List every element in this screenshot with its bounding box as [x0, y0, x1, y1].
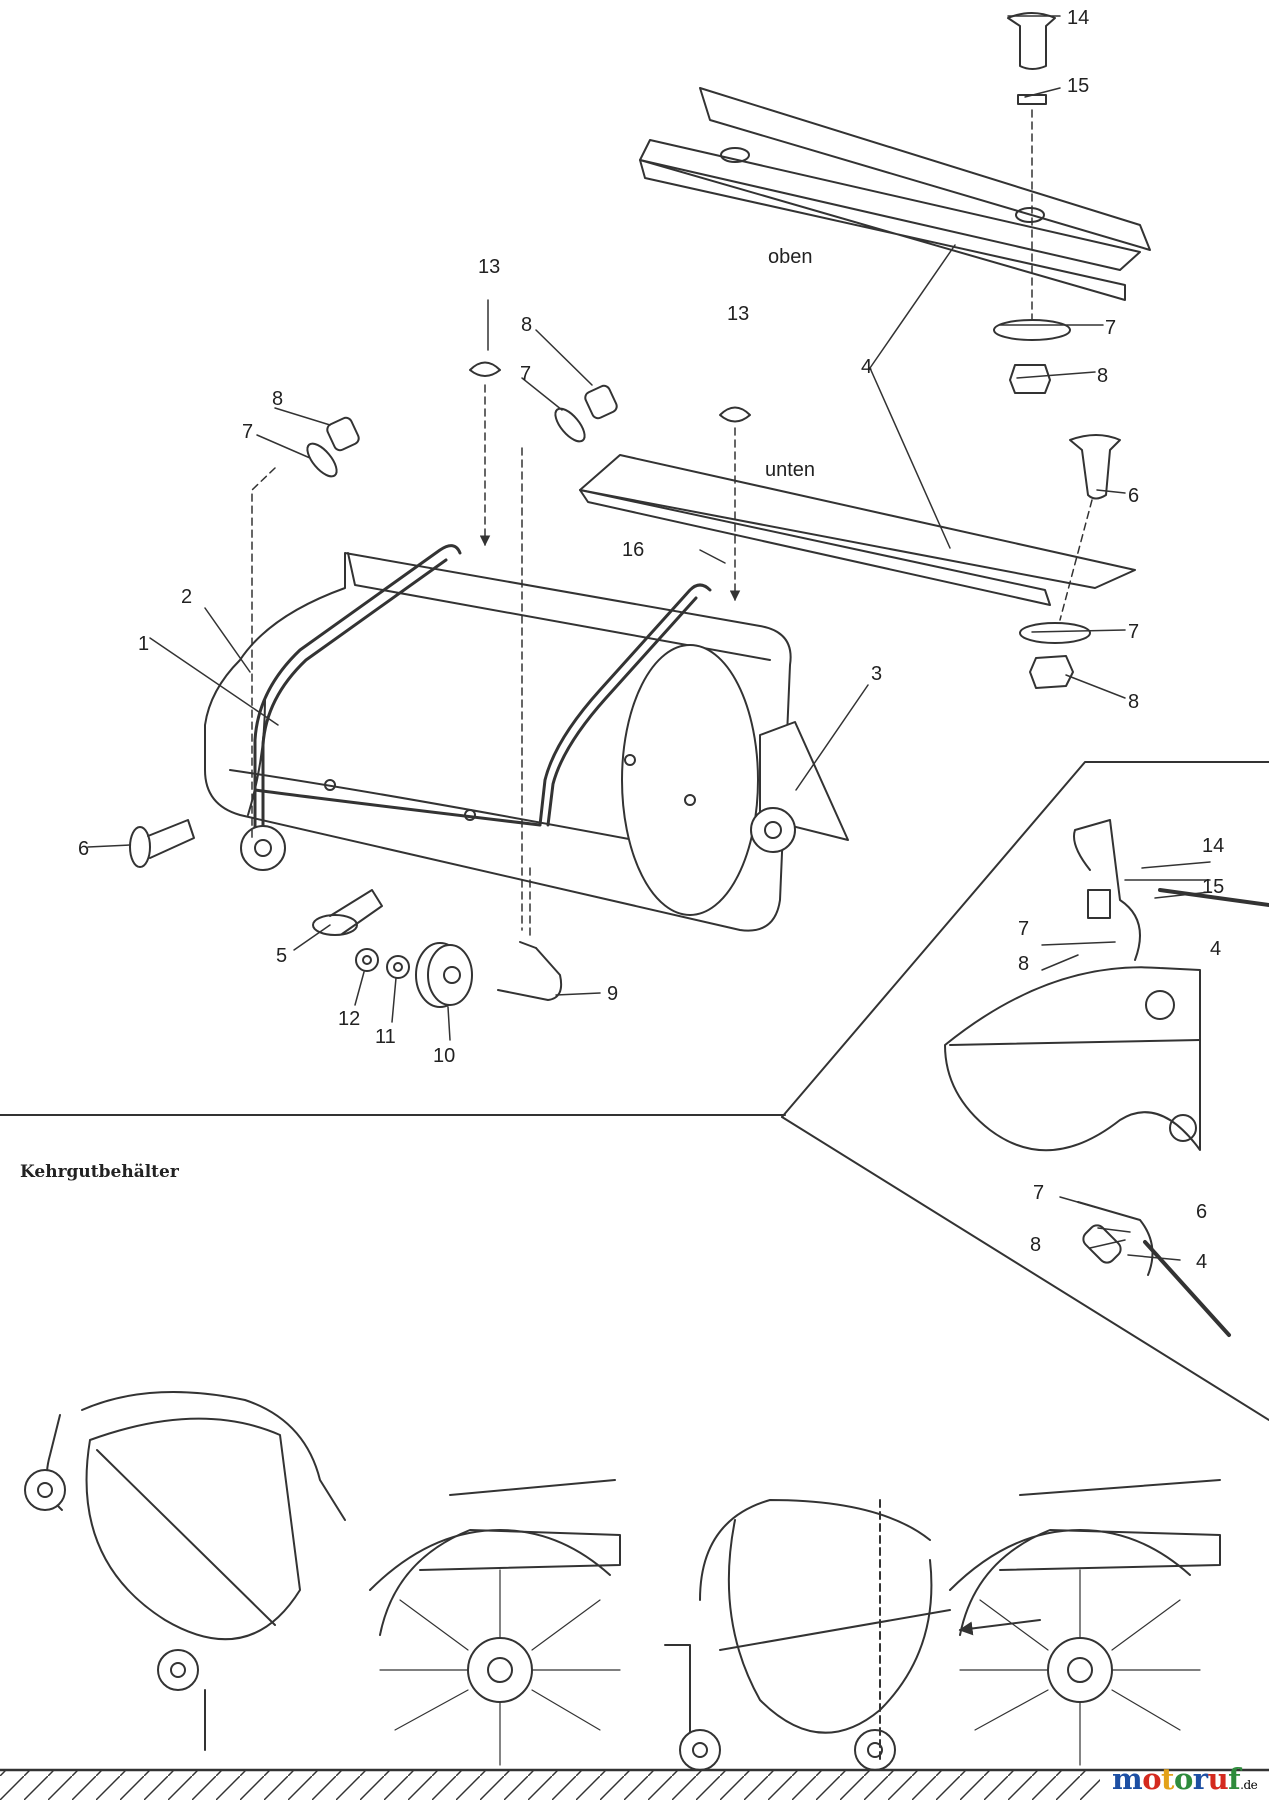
callout-11: 11	[375, 1026, 396, 1048]
callout-12: 12	[338, 1008, 360, 1030]
shoulder-bolt-part-5	[312, 889, 383, 936]
washer-part-12	[355, 948, 379, 972]
nut-part-8-bottom	[1029, 655, 1074, 689]
callout-13-left: 13	[478, 256, 500, 278]
callout-6-left: 6	[78, 838, 89, 860]
assembly-lines	[251, 109, 1093, 941]
callout-7-bottom: 7	[1128, 621, 1139, 643]
callout-6-right: 6	[1128, 485, 1139, 507]
wheel-part-10	[415, 942, 473, 1008]
shoulder-bolt-part-6	[129, 819, 195, 868]
callout-9: 9	[607, 983, 618, 1005]
callout-3: 3	[871, 663, 882, 685]
seal-strip-unten	[579, 454, 1136, 606]
ground-hatching	[0, 1768, 1269, 1800]
watermark-letter: m	[1112, 1762, 1143, 1796]
watermark-letter: o	[1173, 1762, 1193, 1796]
callout-14-top: 14	[1067, 7, 1089, 29]
callout-4: 4	[861, 356, 872, 378]
side-view-right	[664, 1479, 1221, 1771]
handle-bar-part-1	[253, 544, 712, 837]
callout-7-left: 7	[242, 421, 253, 443]
washer-part-7-top	[993, 319, 1071, 341]
watermark-letter: u	[1207, 1762, 1229, 1796]
detail-callout-4a: 4	[1210, 938, 1221, 960]
callout-7-mid: 7	[520, 363, 531, 385]
leader-lines	[87, 15, 1211, 1261]
washer-part-11	[386, 955, 410, 979]
section-title: Kehrgutbehälter	[20, 1162, 179, 1182]
detail-callout-14: 14	[1202, 835, 1224, 857]
callout-8-bottom: 8	[1128, 691, 1139, 713]
callout-7-top: 7	[1105, 317, 1116, 339]
pin-part-14	[1007, 12, 1056, 70]
watermark-letter: t	[1161, 1762, 1174, 1796]
clip-part-13-right	[719, 406, 751, 423]
collector-box-part-2	[204, 552, 792, 932]
callout-8-left: 8	[272, 388, 283, 410]
washer-part-7-mid	[554, 407, 586, 443]
detail-callout-7b: 7	[1033, 1182, 1044, 1204]
nut-part-8-top	[1009, 364, 1051, 394]
seal-strip-oben	[639, 87, 1151, 301]
pin-part-6-right	[1069, 434, 1121, 500]
watermark-letter: o	[1142, 1762, 1162, 1796]
callout-8-mid: 8	[521, 314, 532, 336]
callout-8-top: 8	[1097, 365, 1108, 387]
watermark-letter: r	[1192, 1762, 1208, 1796]
callout-2: 2	[181, 586, 192, 608]
washer-part-7-left	[306, 442, 338, 478]
box-wheel-left	[240, 825, 286, 871]
washer-part-7-bottom	[1019, 622, 1091, 644]
label-oben: oben	[768, 246, 813, 268]
detail-callout-15: 15	[1202, 876, 1224, 898]
callout-15-top: 15	[1067, 75, 1089, 97]
detail-callout-8b: 8	[1030, 1234, 1041, 1256]
nut-part-8-mid	[584, 384, 618, 420]
callout-1: 1	[138, 633, 149, 655]
detail-callout-7a: 7	[1018, 918, 1029, 940]
watermark-logo: motoruf.de	[1112, 1762, 1258, 1796]
watermark-text: motoruf	[1112, 1762, 1241, 1796]
watermark-letter: f	[1228, 1762, 1241, 1796]
callout-5: 5	[276, 945, 287, 967]
detail-callout-4b: 4	[1196, 1251, 1207, 1273]
label-unten: unten	[765, 459, 815, 481]
detail-inset	[781, 761, 1269, 1421]
callout-10: 10	[433, 1045, 455, 1067]
detail-callout-6b: 6	[1196, 1201, 1207, 1223]
clip-part-13-left	[469, 361, 501, 377]
axle-part-9	[497, 941, 563, 1001]
watermark-suffix: .de	[1240, 1778, 1258, 1792]
callout-13-right: 13	[727, 303, 749, 325]
box-wheel-right	[750, 807, 796, 853]
callout-16: 16	[622, 539, 644, 561]
side-view-left	[24, 1391, 621, 1766]
detail-callout-8a: 8	[1018, 953, 1029, 975]
washer-part-15	[1017, 94, 1047, 105]
nut-part-8-left	[326, 416, 360, 452]
